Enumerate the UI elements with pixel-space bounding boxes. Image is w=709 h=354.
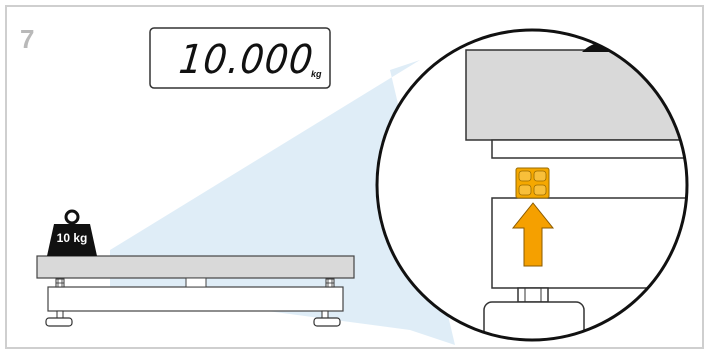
zoom-platform-lip [491,139,687,159]
foot-right [313,317,341,327]
display-unit: kg [311,69,322,79]
platform-scale [36,255,355,327]
foot-left [45,317,73,327]
platform-top [36,255,355,279]
arrow-up-icon [511,202,555,267]
zoom-platform-top [465,49,687,141]
weight-icon [47,209,97,256]
shim-block-icon [515,167,550,199]
display-reading: 10.000 [176,37,316,83]
zoom-foot [483,301,585,340]
weight-display [149,27,331,89]
step-number: 7 [20,24,35,54]
weight-label: 10 kg [56,231,88,245]
step-frame [5,5,704,349]
platform-base [47,286,344,312]
